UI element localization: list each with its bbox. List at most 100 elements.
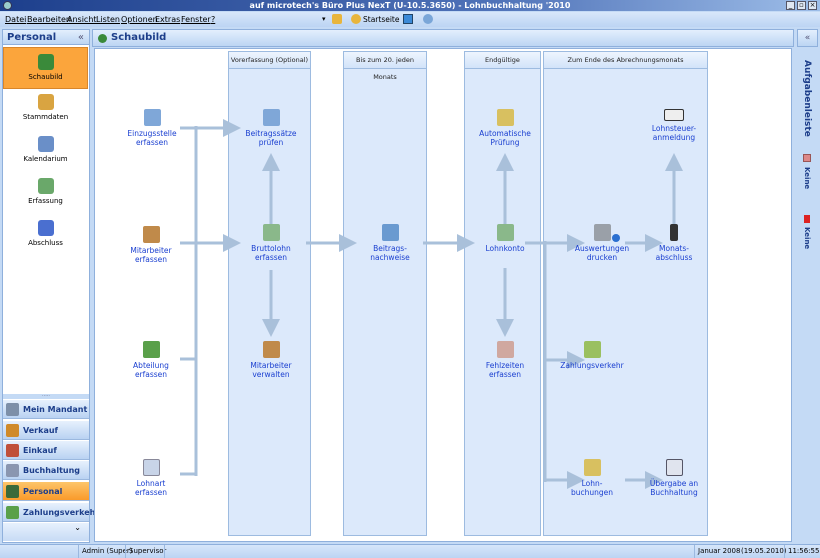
- collector-left: [180, 126, 198, 476]
- app-icon[interactable]: [3, 1, 12, 10]
- node-label: erfassen: [134, 255, 168, 264]
- help-icon[interactable]: [423, 14, 433, 24]
- module-label: Mein Mandant: [23, 405, 88, 414]
- page-title: Schaubild: [111, 32, 167, 43]
- minimize-button[interactable]: _: [786, 1, 795, 10]
- window-icon[interactable]: [403, 14, 413, 24]
- nav-kalendarium[interactable]: Kalendarium: [3, 136, 88, 163]
- status-bar: [0, 544, 820, 558]
- people-icon: [6, 485, 19, 498]
- node-label: erfassen: [134, 488, 168, 497]
- restore-button[interactable]: ▫: [797, 1, 806, 10]
- column-header: Bis zum 20. jeden Monats: [344, 52, 426, 81]
- node-label: Lohnkonto: [485, 244, 525, 253]
- main-header: Schaubild: [92, 29, 794, 47]
- node-label: Bruttolohn: [251, 244, 291, 253]
- collapse-right-button[interactable]: «: [797, 29, 818, 47]
- task-sidebar: [796, 29, 818, 543]
- menu-datei[interactable]: Datei: [5, 15, 27, 24]
- node-lohnkonto[interactable]: Lohnkonto: [465, 224, 545, 253]
- report-icon: [381, 224, 399, 241]
- menu-ansicht[interactable]: Ansicht: [67, 15, 97, 24]
- node-label: erfassen: [254, 253, 288, 262]
- module-label: Buchhaltung: [23, 466, 81, 475]
- task-keine-2[interactable]: Keine: [803, 227, 811, 250]
- menu-help[interactable]: ?: [211, 15, 216, 24]
- node-label: Auswertungen: [574, 244, 630, 253]
- menu-optionen[interactable]: Optionen: [121, 15, 158, 24]
- startseite-button[interactable]: Startseite: [363, 15, 400, 24]
- nav-erfassung[interactable]: Erfassung: [3, 178, 88, 205]
- purchase-icon: [6, 444, 19, 457]
- node-lohnbuchungen[interactable]: Lohn-buchungen: [552, 459, 632, 497]
- node-zahlungsverkehr[interactable]: Zahlungsverkehr: [552, 341, 632, 370]
- folder-icon[interactable]: [332, 14, 342, 24]
- calendar-icon: [803, 154, 811, 162]
- node-lohnsteuer[interactable]: Lohnsteuer-anmeldung: [634, 109, 714, 142]
- column-header: Endgültige: [465, 52, 540, 69]
- node-label: erfassen: [135, 138, 169, 147]
- column-header: Vorerfassung (Optional): [229, 52, 310, 69]
- node-label: Automatische: [479, 129, 531, 138]
- task-keine-1[interactable]: Keine: [803, 167, 811, 190]
- nav-label: Kalendarium: [23, 155, 68, 163]
- edit-table-icon: [496, 224, 514, 241]
- collapse-left-button[interactable]: «: [77, 32, 84, 43]
- payment-icon: [6, 506, 19, 519]
- column-endgueltige: Endgültige: [464, 51, 541, 536]
- tree-icon: [37, 54, 54, 70]
- home-icon[interactable]: [351, 14, 361, 24]
- nav-label: Schaubild: [28, 73, 63, 81]
- payment-icon: [583, 341, 601, 358]
- nav-stammdaten[interactable]: Stammdaten: [3, 94, 88, 121]
- magic-wand-icon: [496, 109, 514, 126]
- module-zahlungsverkehr[interactable]: Zahlungsverkehr: [3, 503, 99, 522]
- building-icon: [6, 403, 19, 416]
- nav-label: Erfassung: [28, 197, 63, 205]
- ledger-icon: [665, 459, 683, 476]
- document-icon: [142, 459, 160, 476]
- node-beitragsnachweise[interactable]: Beitrags-nachweise: [350, 224, 430, 262]
- menu-bearbeiten[interactable]: Bearbeiten: [27, 15, 71, 24]
- calendar-icon: [37, 136, 54, 152]
- close-button[interactable]: ×: [808, 1, 817, 10]
- module-personal[interactable]: Personal: [3, 482, 89, 501]
- menu-extras[interactable]: Extras: [155, 15, 181, 24]
- go-arrow-icon: [612, 234, 620, 242]
- aufgabenleiste-title[interactable]: Aufgabenleiste: [802, 60, 812, 137]
- menu-fenster[interactable]: Fenster: [181, 15, 211, 24]
- menu-listen[interactable]: Listen: [96, 15, 120, 24]
- node-label: nachweise: [370, 253, 410, 262]
- node-monatsabschluss[interactable]: Monats-abschluss: [634, 224, 714, 262]
- splitter-handle[interactable]: ·····: [3, 394, 89, 399]
- node-label: buchungen: [570, 488, 614, 497]
- node-label: Monats-: [659, 244, 689, 253]
- module-verkauf[interactable]: Verkauf: [3, 421, 89, 440]
- nav-abschluss[interactable]: Abschluss: [3, 220, 88, 247]
- node-label: Abteilung: [133, 361, 169, 370]
- people-icon: [262, 341, 280, 358]
- node-label: drucken: [586, 253, 618, 262]
- more-modules-button[interactable]: ⌄: [3, 523, 89, 541]
- column-header: Zum Ende des Abrechnungsmonats: [544, 52, 707, 69]
- module-mein-mandant[interactable]: Mein Mandant: [3, 400, 89, 419]
- module-buchhaltung[interactable]: Buchhaltung: [3, 461, 89, 480]
- toolbar-dropdown-icon[interactable]: ▾: [322, 15, 326, 23]
- node-label: Beitrags-: [373, 244, 407, 253]
- module-einkauf[interactable]: Einkauf: [3, 441, 89, 460]
- nav-schaubild[interactable]: Schaubild: [3, 47, 88, 89]
- node-label: anmeldung: [652, 133, 696, 142]
- status-period: Januar 2008: [694, 545, 743, 558]
